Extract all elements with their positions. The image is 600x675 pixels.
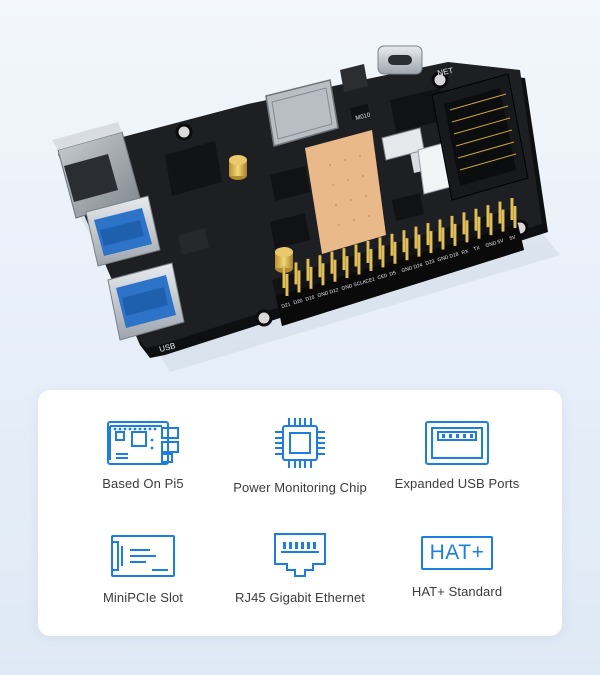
net-silkscreen: NET bbox=[437, 66, 455, 78]
gpio-pin bbox=[390, 233, 394, 256]
gpio-pin bbox=[441, 227, 445, 250]
gpio-pin bbox=[465, 220, 469, 243]
gpio-pin bbox=[450, 215, 454, 238]
gpio-pin bbox=[474, 208, 478, 231]
gpio-label: TX bbox=[473, 245, 481, 253]
gpio-pin bbox=[381, 245, 385, 268]
gpio-pin bbox=[462, 212, 466, 235]
gpio-pin bbox=[486, 205, 490, 228]
usb-a-port-bottom bbox=[107, 262, 185, 341]
gpio-pin bbox=[498, 201, 502, 224]
gpio-label: D12 bbox=[329, 287, 340, 295]
gpio-pin bbox=[417, 234, 421, 257]
gpio-pin bbox=[378, 237, 382, 260]
gpio-label: GND bbox=[437, 254, 450, 263]
product-photo: NET M010 bbox=[52, 45, 560, 372]
gpio-label: D18 bbox=[449, 251, 460, 259]
gpio-label: D24 bbox=[413, 262, 424, 270]
gpio-pin bbox=[345, 256, 349, 279]
hat-plus-badge-icon: HAT+ bbox=[421, 536, 493, 570]
usb-silkscreen: USB bbox=[158, 341, 176, 354]
gpio-pin bbox=[297, 270, 301, 293]
rj45-port bbox=[52, 122, 141, 219]
minipcie-card-icon bbox=[111, 535, 175, 577]
feature-label: RJ45 Gigabit Ethernet bbox=[234, 590, 365, 605]
gpio-label: RX bbox=[461, 248, 470, 256]
feature-label: MiniPCIe Slot bbox=[102, 590, 184, 605]
gpio-pin bbox=[354, 244, 358, 267]
gpio-label: D16 bbox=[305, 294, 316, 302]
chip-silkscreen: M010 bbox=[355, 112, 372, 122]
minipcie-slot bbox=[431, 73, 529, 201]
gpio-label: CE0 bbox=[377, 273, 388, 282]
feature-based-on-pi5: Based On Pi5 bbox=[56, 420, 230, 491]
feature-label: Based On Pi5 bbox=[102, 476, 184, 491]
gpio-header bbox=[272, 198, 524, 326]
feature-expanded-usb-ports: Expanded USB Ports bbox=[370, 420, 544, 491]
hat-plus-badge-text: HAT+ bbox=[429, 541, 485, 564]
gpio-label: SCLK bbox=[353, 279, 368, 289]
gpio-pin bbox=[501, 209, 505, 232]
sim-slot bbox=[265, 79, 339, 147]
gpio-label: GND bbox=[341, 283, 354, 292]
feature-minipcie-slot: MiniPCIe Slot bbox=[56, 534, 230, 605]
feature-rj45-gigabit-ethernet: RJ45 Gigabit Ethernet bbox=[213, 530, 387, 605]
gpio-pin bbox=[414, 226, 418, 249]
gpio-label: 5V bbox=[497, 238, 505, 246]
usb-c-port bbox=[377, 45, 423, 75]
gpio-pin bbox=[309, 266, 313, 289]
copper-pad bbox=[305, 130, 386, 254]
gpio-pin bbox=[453, 223, 457, 246]
gpio-pin bbox=[366, 240, 370, 263]
gpio-pin bbox=[333, 259, 337, 282]
gpio-pin bbox=[405, 238, 409, 261]
gpio-pin bbox=[330, 251, 334, 274]
gpio-pin bbox=[282, 266, 286, 288]
feature-label: Expanded USB Ports bbox=[394, 476, 520, 491]
feature-hat-plus-standard: HAT+ HAT+ Standard bbox=[370, 536, 544, 599]
feature-power-monitoring-chip: Power Monitoring Chip bbox=[213, 416, 387, 495]
rj45-port-icon bbox=[274, 533, 326, 577]
gpio-label: GND bbox=[401, 265, 414, 274]
gpio-pin bbox=[369, 248, 373, 271]
usb-a-port-top bbox=[85, 195, 161, 267]
brass-standoffs bbox=[229, 155, 293, 273]
gpio-pin bbox=[426, 223, 430, 246]
gpio-pin bbox=[357, 252, 361, 275]
gpio-pin bbox=[477, 216, 481, 239]
gpio-label: 5V bbox=[509, 234, 517, 242]
gpio-pin bbox=[294, 262, 298, 285]
gpio-pin bbox=[321, 263, 325, 286]
gpio-label: D5 bbox=[389, 270, 397, 278]
gpio-pin bbox=[318, 255, 322, 278]
gpio-label: GND bbox=[317, 290, 330, 299]
gpio-pin bbox=[513, 206, 517, 228]
gpio-label: GND bbox=[485, 240, 498, 249]
gpio-pin bbox=[342, 248, 346, 271]
gpio-label: D20 bbox=[293, 298, 304, 306]
gpio-pin bbox=[429, 231, 433, 254]
gpio-pin bbox=[306, 258, 310, 281]
features-card: Based On Pi5 Power Monitoring Chip bbox=[38, 390, 562, 636]
gpio-pin bbox=[402, 230, 406, 253]
usb-port-icon bbox=[425, 421, 489, 465]
gpio-label: D21 bbox=[281, 302, 292, 310]
gpio-pin bbox=[438, 219, 442, 242]
gpio-label: D23 bbox=[425, 259, 436, 267]
gpio-label: CE1 bbox=[365, 276, 376, 285]
feature-label: HAT+ Standard bbox=[411, 584, 503, 599]
pi5-board-icon bbox=[107, 421, 179, 465]
gpio-pin bbox=[393, 241, 397, 264]
gpio-pin bbox=[285, 274, 289, 296]
gpio-pin bbox=[489, 213, 493, 236]
chip-icon bbox=[275, 418, 325, 468]
feature-label: Power Monitoring Chip bbox=[233, 480, 367, 495]
gpio-pin bbox=[510, 198, 514, 220]
